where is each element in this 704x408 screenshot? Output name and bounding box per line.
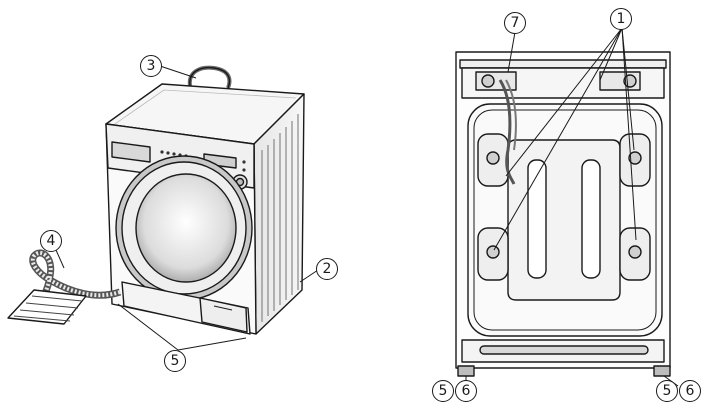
washing-machine-front-view — [7, 65, 319, 351]
side-vents — [261, 114, 299, 322]
rear-foot-left — [457, 365, 475, 377]
callout-6-rear-left-label: 6 — [461, 382, 471, 399]
callout-5-rear-right: 5 — [656, 380, 678, 402]
callout-6-rear-left: 6 — [455, 380, 477, 402]
callout-4: 4 — [40, 230, 62, 252]
callout-7-label: 7 — [510, 14, 520, 31]
washing-machine-rear-view — [455, 27, 679, 387]
callout-6-rear-right: 6 — [679, 380, 701, 402]
callout-5-front-label: 5 — [170, 352, 180, 369]
callout-6-rear-right-label: 6 — [685, 382, 695, 399]
rear-foot-right — [653, 365, 671, 377]
callout-2: 2 — [316, 258, 338, 280]
callout-5-rear-left: 5 — [432, 380, 454, 402]
callout-2-label: 2 — [322, 260, 332, 277]
callout-1-label: 1 — [616, 10, 626, 27]
panel-buttons — [160, 150, 246, 172]
callout-5-rear-left-label: 5 — [438, 382, 448, 399]
leader-lines-left — [55, 65, 319, 351]
callout-3: 3 — [140, 55, 162, 77]
callout-5-front: 5 — [164, 350, 186, 372]
power-cord — [498, 79, 516, 185]
detergent-drawer — [111, 141, 151, 163]
callout-1: 1 — [610, 8, 632, 30]
callout-5-rear-right-label: 5 — [662, 382, 672, 399]
drain-mat — [7, 289, 87, 325]
rear-emboss — [507, 139, 621, 301]
transit-bolts — [477, 133, 651, 281]
callout-7: 7 — [504, 12, 526, 34]
door-glass — [135, 173, 237, 283]
callout-4-label: 4 — [46, 232, 56, 249]
callout-3-label: 3 — [146, 57, 156, 74]
